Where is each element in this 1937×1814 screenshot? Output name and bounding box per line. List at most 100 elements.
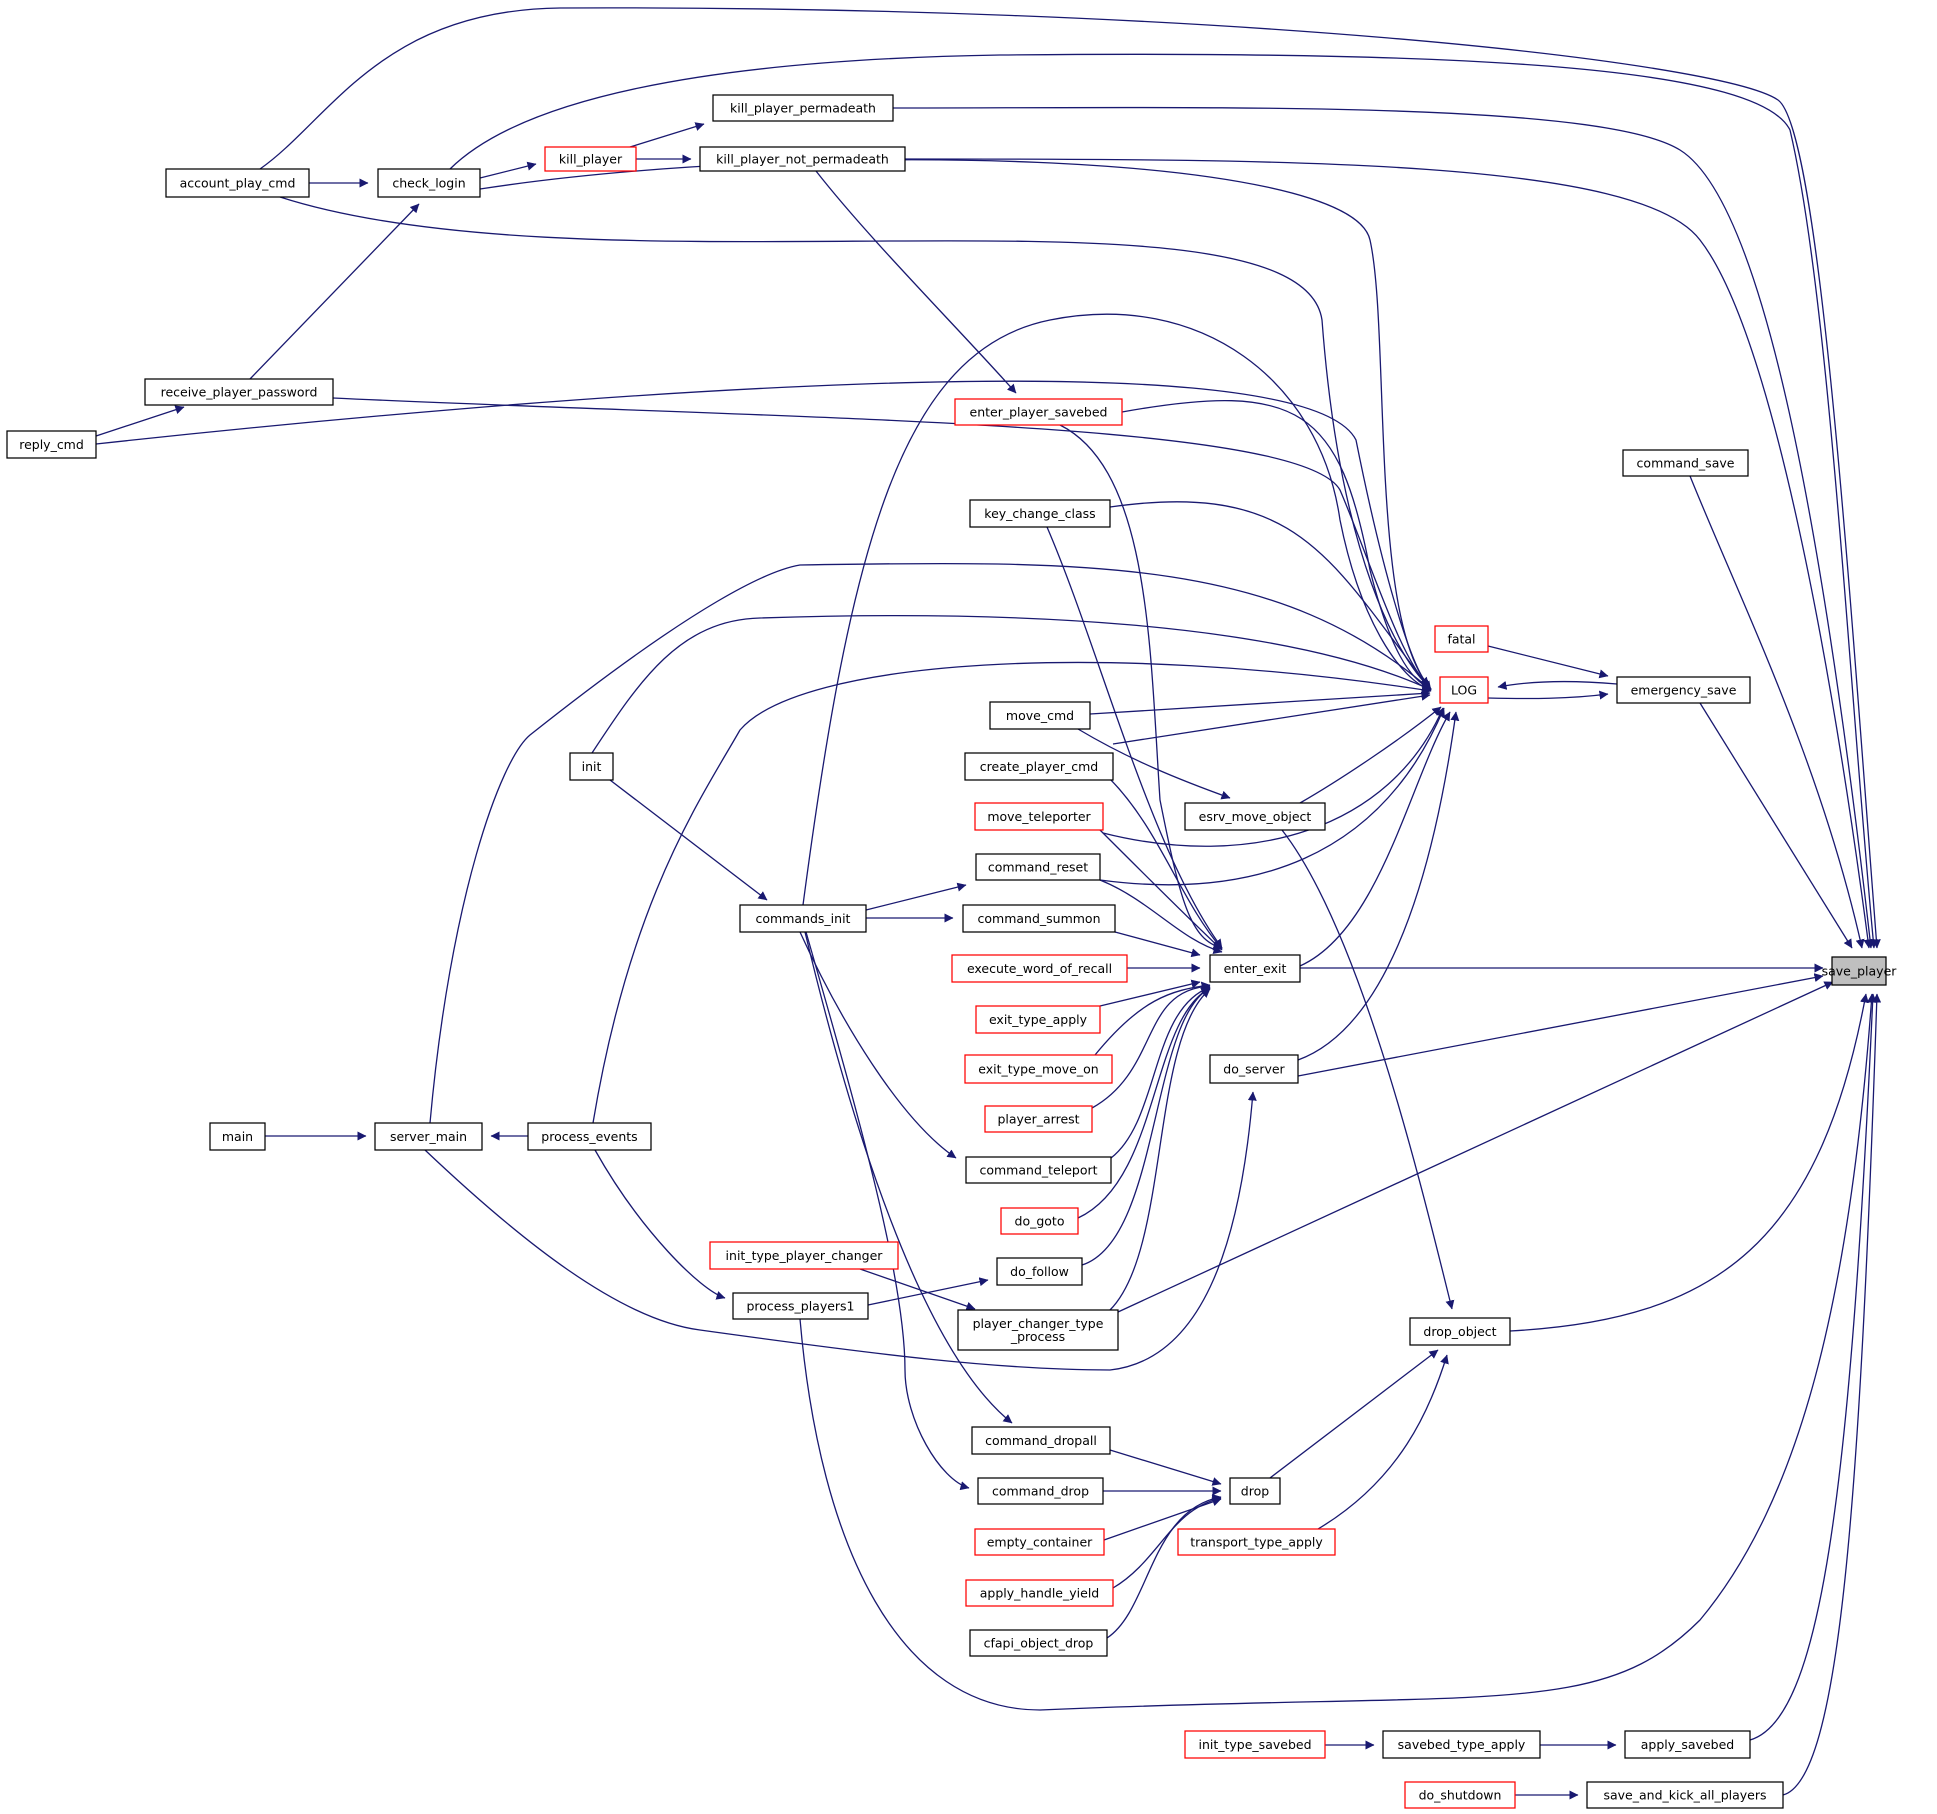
node-box[interactable] xyxy=(6,430,97,459)
node-save_and_kick_all_players[interactable]: save_and_kick_all_players xyxy=(1586,1781,1784,1809)
edge-player_changer_type_process-to-enter_exit xyxy=(1109,988,1211,1311)
node-esrv_move_object[interactable]: esrv_move_object xyxy=(1184,802,1326,831)
node-box[interactable] xyxy=(144,378,334,406)
node-cfapi_object_drop[interactable]: cfapi_object_drop xyxy=(969,1629,1108,1657)
node-box[interactable] xyxy=(1624,1730,1751,1759)
node-box[interactable] xyxy=(989,701,1091,730)
node-box[interactable] xyxy=(984,1105,1093,1133)
node-drop[interactable]: drop xyxy=(1229,1477,1281,1505)
node-box[interactable] xyxy=(1409,1317,1511,1346)
node-enter_player_savebed[interactable]: enter_player_savebed xyxy=(954,398,1123,426)
node-box[interactable] xyxy=(374,1122,483,1151)
node-process_events[interactable]: process_events xyxy=(527,1122,652,1151)
node-command_save[interactable]: command_save xyxy=(1622,449,1749,477)
node-execute_word_of_recall[interactable]: execute_word_of_recall xyxy=(951,954,1128,983)
node-move_teleporter[interactable]: move_teleporter xyxy=(974,802,1104,831)
node-enter_exit[interactable]: enter_exit xyxy=(1209,954,1301,983)
node-emergency_save[interactable]: emergency_save xyxy=(1616,676,1751,704)
node-box[interactable] xyxy=(209,1122,266,1151)
node-command_reset[interactable]: command_reset xyxy=(975,853,1101,881)
node-exit_type_apply[interactable]: exit_type_apply xyxy=(975,1005,1101,1034)
node-box[interactable] xyxy=(1622,449,1749,477)
node-receive_player_password[interactable]: receive_player_password xyxy=(144,378,334,406)
node-box[interactable] xyxy=(1000,1207,1079,1235)
node-apply_handle_yield[interactable]: apply_handle_yield xyxy=(965,1579,1114,1607)
node-box[interactable] xyxy=(971,1426,1111,1455)
node-reply_cmd[interactable]: reply_cmd xyxy=(6,430,97,459)
node-box[interactable] xyxy=(699,146,906,172)
node-box[interactable] xyxy=(965,1156,1112,1184)
node-do_shutdown[interactable]: do_shutdown xyxy=(1404,1781,1516,1809)
node-do_goto[interactable]: do_goto xyxy=(1000,1207,1079,1235)
node-box[interactable] xyxy=(951,954,1128,983)
node-box[interactable] xyxy=(1434,625,1489,653)
node-account_play_cmd[interactable]: account_play_cmd xyxy=(165,168,310,198)
node-box[interactable] xyxy=(954,398,1123,426)
edge-enter_player_savebed-to-LOG xyxy=(1121,400,1432,690)
node-box[interactable] xyxy=(957,1309,1119,1351)
node-kill_player_not_permadeath[interactable]: kill_player_not_permadeath xyxy=(699,146,906,172)
node-player_arrest[interactable]: player_arrest xyxy=(984,1105,1093,1133)
node-box[interactable] xyxy=(377,168,481,198)
node-commands_init[interactable]: commands_init xyxy=(739,904,867,933)
node-player_changer_type_process[interactable]: player_changer_type_process xyxy=(957,1309,1119,1351)
node-box[interactable] xyxy=(962,904,1116,933)
node-box[interactable] xyxy=(975,1005,1101,1034)
node-transport_type_apply[interactable]: transport_type_apply xyxy=(1177,1528,1336,1556)
node-process_players1[interactable]: process_players1 xyxy=(732,1292,869,1320)
node-command_dropall[interactable]: command_dropall xyxy=(971,1426,1111,1455)
node-command_teleport[interactable]: command_teleport xyxy=(965,1156,1112,1184)
node-do_server[interactable]: do_server xyxy=(1209,1054,1299,1084)
node-box[interactable] xyxy=(1177,1528,1336,1556)
node-box[interactable] xyxy=(977,1477,1104,1505)
node-init[interactable]: init xyxy=(569,752,614,781)
node-box[interactable] xyxy=(974,1528,1105,1556)
node-key_change_class[interactable]: key_change_class xyxy=(969,499,1111,528)
node-apply_savebed[interactable]: apply_savebed xyxy=(1624,1730,1751,1759)
node-server_main[interactable]: server_main xyxy=(374,1122,483,1151)
node-box[interactable] xyxy=(709,1241,899,1270)
node-init_type_savebed[interactable]: init_type_savebed xyxy=(1184,1730,1326,1759)
node-empty_container[interactable]: empty_container xyxy=(974,1528,1105,1556)
node-move_cmd[interactable]: move_cmd xyxy=(989,701,1091,730)
node-kill_player[interactable]: kill_player xyxy=(544,146,637,172)
node-fatal[interactable]: fatal xyxy=(1434,625,1489,653)
node-box[interactable] xyxy=(1184,1730,1326,1759)
node-create_player_cmd[interactable]: create_player_cmd xyxy=(964,752,1114,781)
node-check_login[interactable]: check_login xyxy=(377,168,481,198)
node-box[interactable] xyxy=(1439,676,1489,704)
node-init_type_player_changer[interactable]: init_type_player_changer xyxy=(709,1241,899,1270)
node-box[interactable] xyxy=(712,94,894,122)
node-exit_type_move_on[interactable]: exit_type_move_on xyxy=(964,1054,1113,1084)
node-box[interactable] xyxy=(964,752,1114,781)
node-box[interactable] xyxy=(1616,676,1751,704)
node-do_follow[interactable]: do_follow xyxy=(996,1257,1083,1286)
node-box[interactable] xyxy=(974,802,1104,831)
node-box[interactable] xyxy=(732,1292,869,1320)
node-LOG[interactable]: LOG xyxy=(1439,676,1489,704)
node-kill_player_permadeath[interactable]: kill_player_permadeath xyxy=(712,94,894,122)
node-box[interactable] xyxy=(969,499,1111,528)
node-box[interactable] xyxy=(527,1122,652,1151)
node-box[interactable] xyxy=(975,853,1101,881)
node-box[interactable] xyxy=(1184,802,1326,831)
node-box[interactable] xyxy=(969,1629,1108,1657)
node-command_drop[interactable]: command_drop xyxy=(977,1477,1104,1505)
node-savebed_type_apply[interactable]: savebed_type_apply xyxy=(1382,1730,1541,1759)
node-box[interactable] xyxy=(739,904,867,933)
node-box[interactable] xyxy=(1586,1781,1784,1809)
node-box[interactable] xyxy=(165,168,310,198)
node-box[interactable] xyxy=(569,752,614,781)
node-box[interactable] xyxy=(1404,1781,1516,1809)
node-command_summon[interactable]: command_summon xyxy=(962,904,1116,933)
node-box[interactable] xyxy=(1209,1054,1299,1084)
node-box[interactable] xyxy=(996,1257,1083,1286)
node-box[interactable] xyxy=(1229,1477,1281,1505)
node-drop_object[interactable]: drop_object xyxy=(1409,1317,1511,1346)
node-box[interactable] xyxy=(544,146,637,172)
node-box[interactable] xyxy=(965,1579,1114,1607)
node-box[interactable] xyxy=(1209,954,1301,983)
node-box[interactable] xyxy=(964,1054,1113,1084)
node-main[interactable]: main xyxy=(209,1122,266,1151)
node-box[interactable] xyxy=(1382,1730,1541,1759)
